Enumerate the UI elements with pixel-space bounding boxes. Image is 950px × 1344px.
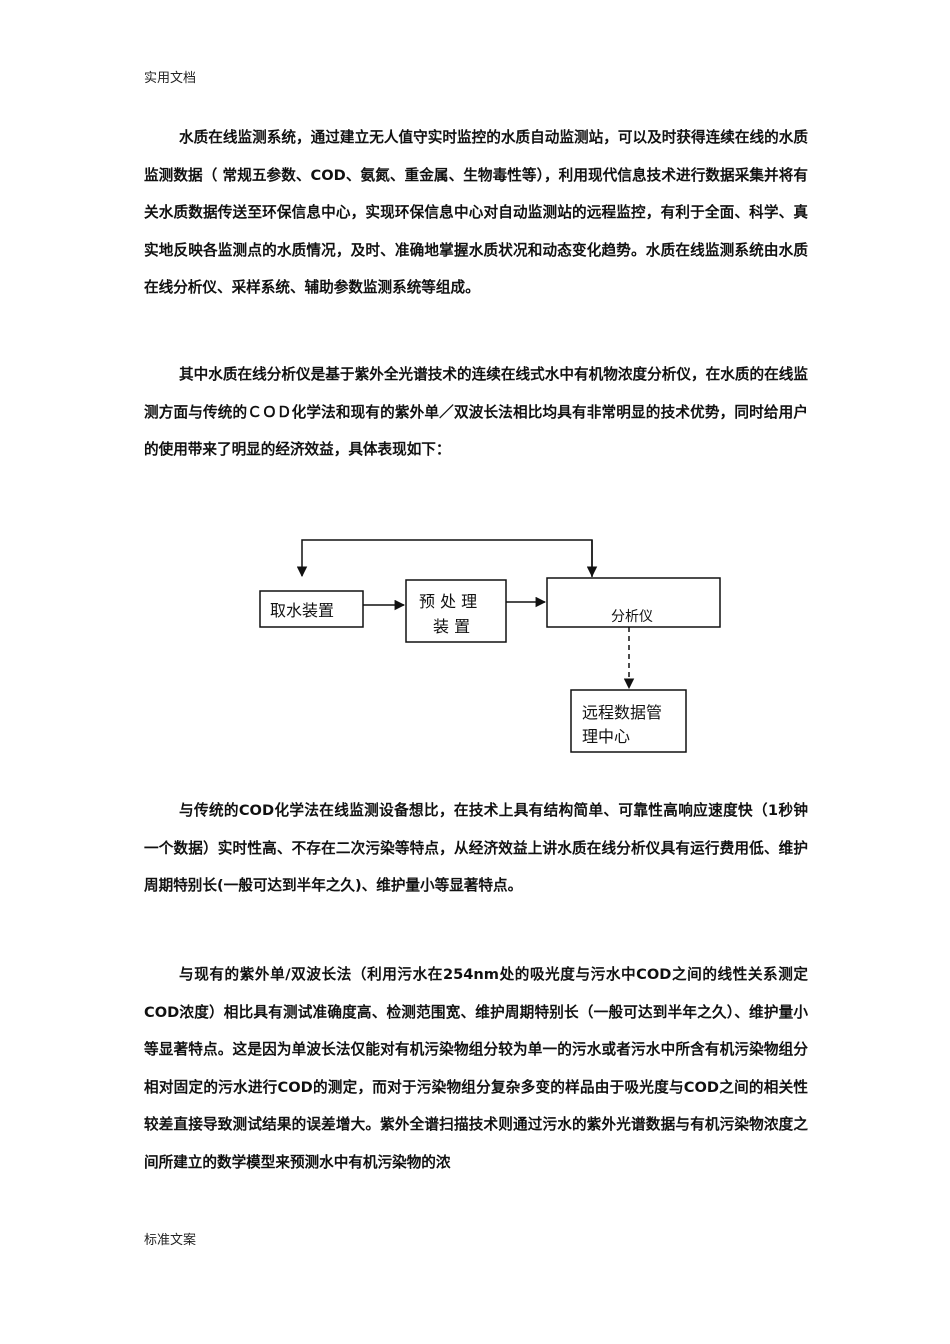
paragraph-uv-comparison: 与现有的紫外单/双波长法（利用污水在254nm处的吸光度与污水中COD之间的线性… bbox=[144, 966, 808, 1171]
paragraph-analyzer: 其中水质在线分析仪是基于紫外全光谱技术的连续在线式水中有机物浓度分析仪，在水质的… bbox=[144, 366, 808, 458]
analyzer-label: 分析仪 bbox=[611, 609, 653, 625]
feedback-loop-arrow bbox=[296, 539, 593, 578]
page-footer: 标准文案 bbox=[144, 1233, 197, 1248]
intake-box bbox=[259, 590, 364, 628]
pretreat-box bbox=[405, 579, 507, 643]
pretreat-label-line1: 预 处 理 bbox=[419, 592, 477, 611]
analyzer-box bbox=[546, 577, 721, 628]
pretreat-label-line2: 装 置 bbox=[433, 617, 470, 636]
remote-center-box bbox=[570, 689, 687, 753]
paragraph-intro: 水质在线监测系统，通过建立无人值守实时监控的水质自动监测站，可以及时获得连续在线… bbox=[144, 129, 808, 296]
intake-label: 取水装置 bbox=[270, 601, 334, 620]
remote-label-line2: 理中心 bbox=[582, 727, 630, 746]
paragraph-cod-comparison: 与传统的COD化学法在线监测设备想比，在技术上具有结构简单、可靠性高响应速度快（… bbox=[144, 802, 808, 894]
remote-label-line1: 远程数据管 bbox=[582, 703, 662, 722]
page-header: 实用文档 bbox=[144, 71, 197, 86]
